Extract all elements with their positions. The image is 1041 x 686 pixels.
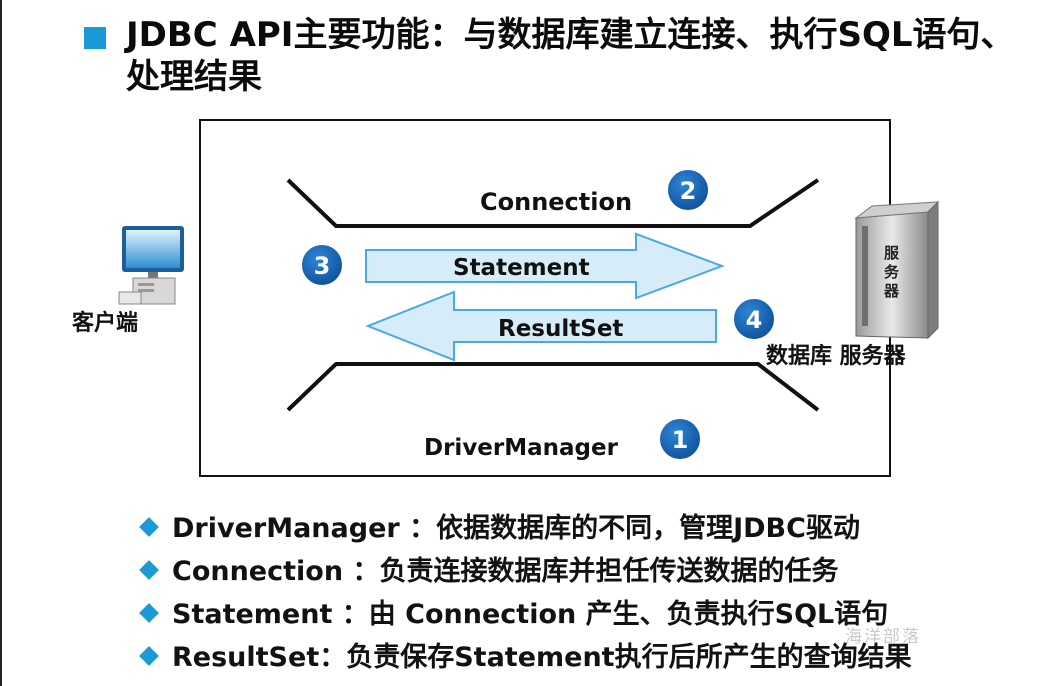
badge-2-number: 2: [680, 177, 697, 205]
drivermanager-label: DriverManager: [424, 435, 619, 461]
server-label: 数据库 服务器: [766, 343, 907, 369]
bullet-item: ResultSet：负责保存Statement执行后所产生的查询结果: [139, 636, 1040, 679]
badge-4-number: 4: [746, 306, 763, 334]
drivermanager-pipe-bottom: [286, 362, 820, 412]
diamond-bullet-icon: [139, 560, 159, 580]
connection-pipe-top: [286, 178, 820, 228]
badge-1: 1: [658, 417, 702, 461]
bullet-list: DriverManager ：依据数据库的不同，管理JDBC驱动 Connect…: [139, 507, 1040, 679]
title-square-bullet: [84, 27, 106, 49]
badge-2: 2: [666, 168, 710, 212]
resultset-label: ResultSet: [498, 316, 623, 342]
client-computer-icon: [118, 226, 184, 305]
badge-3: 3: [300, 243, 344, 287]
server-tag-2: 务: [884, 263, 900, 281]
bullet-item: Connection ：负责连接数据库并担任传送数据的任务: [139, 550, 1040, 593]
server-tag-1: 服: [884, 244, 900, 262]
badge-4: 4: [732, 297, 776, 341]
diamond-bullet-icon: [139, 603, 159, 623]
page-title: JDBC API主要功能：与数据库建立连接、执行SQL语句、处理结果: [126, 15, 1015, 97]
bullet-item: Statement ：由 Connection 产生、负责执行SQL语句: [139, 593, 1040, 636]
watermark: 海洋部落: [845, 627, 921, 647]
bullet-item: DriverManager ：依据数据库的不同，管理JDBC驱动: [139, 507, 1040, 550]
server-tag-3: 器: [883, 282, 900, 300]
connection-label: Connection: [480, 188, 632, 216]
left-border: [0, 0, 2, 686]
diamond-bullet-icon: [139, 646, 159, 666]
bullet-text: Statement ：由 Connection 产生、负责执行SQL语句: [172, 599, 889, 630]
statement-label: Statement: [453, 255, 590, 281]
badge-3-number: 3: [314, 252, 331, 280]
client-label: 客户端: [72, 310, 138, 336]
badge-1-number: 1: [672, 426, 689, 454]
title-block: JDBC API主要功能：与数据库建立连接、执行SQL语句、处理结果: [84, 14, 1024, 98]
bullet-text: DriverManager ：依据数据库的不同，管理JDBC驱动: [172, 513, 860, 544]
diamond-bullet-icon: [139, 517, 159, 537]
statement-arrow: [365, 232, 725, 300]
database-server-icon: [854, 200, 940, 340]
bullet-text: ResultSet：负责保存Statement执行后所产生的查询结果: [172, 642, 912, 673]
resultset-arrow: [365, 290, 717, 362]
bullet-text: Connection ：负责连接数据库并担任传送数据的任务: [172, 556, 839, 587]
